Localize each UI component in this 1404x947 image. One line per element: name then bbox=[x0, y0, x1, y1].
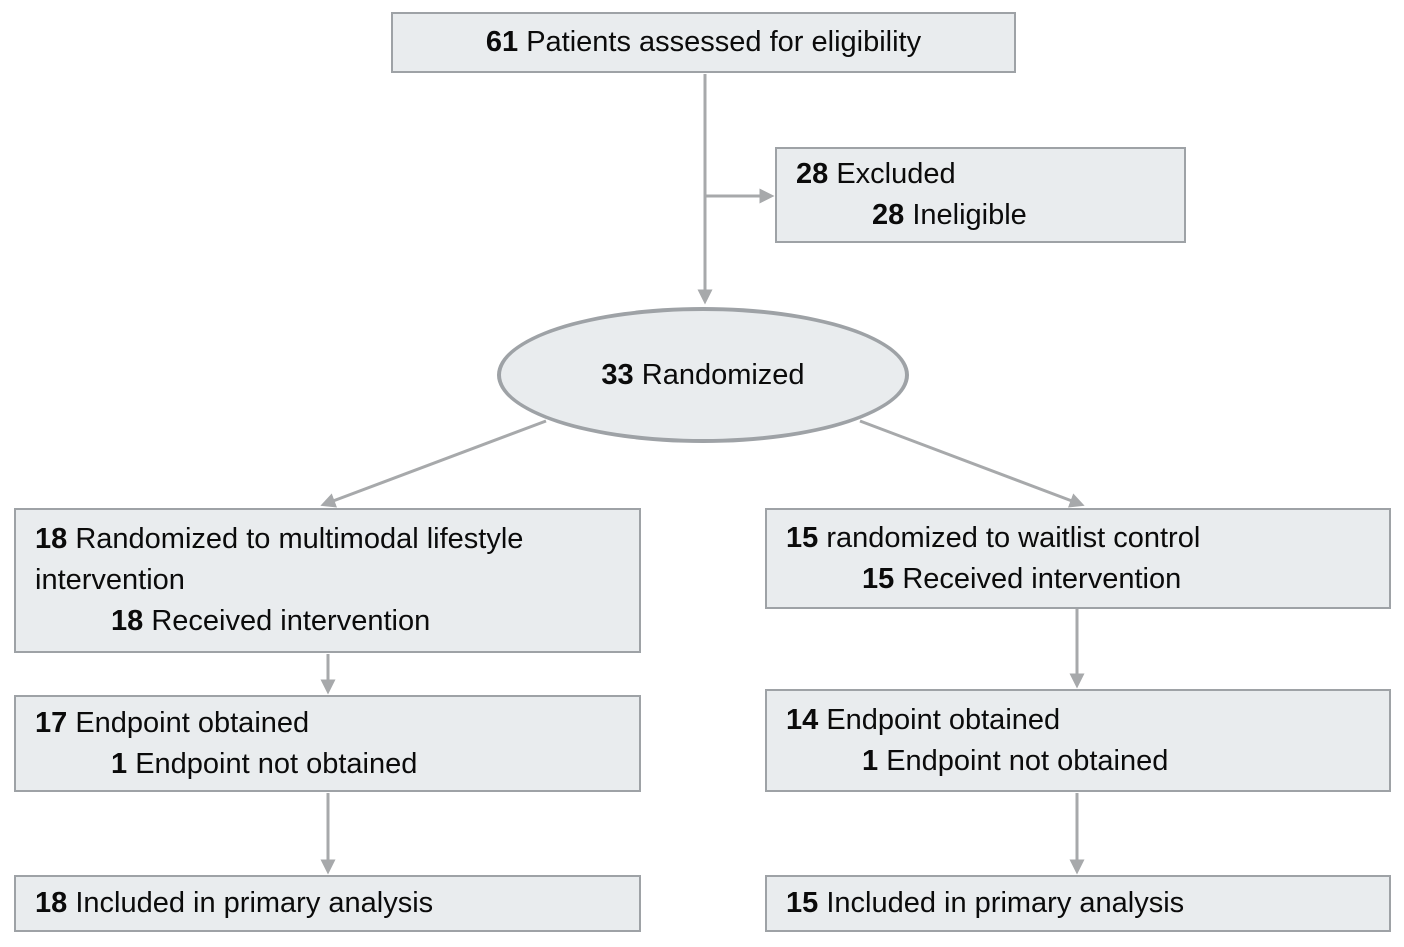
randomized-text: 33 Randomized bbox=[601, 355, 804, 396]
control-endpoint-line-1: 14 Endpoint obtained bbox=[786, 700, 1373, 741]
control-notobtained-label: Endpoint not obtained bbox=[886, 744, 1169, 777]
control-endpoint-line-2: 1 Endpoint not obtained bbox=[786, 741, 1373, 782]
control-arm-box: 15 randomized to waitlist control 15 Rec… bbox=[765, 508, 1391, 609]
control-arm-line-1: 15 randomized to waitlist control bbox=[786, 518, 1373, 559]
control-arm-count: 15 bbox=[786, 521, 819, 554]
intervention-analysis-box: 18 Included in primary analysis bbox=[14, 875, 641, 932]
control-analysis-label: Included in primary analysis bbox=[826, 887, 1185, 919]
intervention-analysis-text: 18 Included in primary analysis bbox=[35, 883, 623, 924]
control-notobtained-count: 1 bbox=[862, 744, 879, 777]
control-received-label: Received intervention bbox=[902, 562, 1182, 595]
intervention-arm-label: Randomized to multimodal lifestyle inter… bbox=[35, 523, 524, 596]
control-analysis-count: 15 bbox=[786, 887, 819, 919]
intervention-notobtained-count: 1 bbox=[111, 747, 128, 780]
eligibility-label: Patients assessed for eligibility bbox=[526, 26, 922, 58]
intervention-endpoint-box: 17 Endpoint obtained 1 Endpoint not obta… bbox=[14, 695, 641, 792]
intervention-endpoint-line-1: 17 Endpoint obtained bbox=[35, 703, 623, 744]
intervention-endpoint-count: 17 bbox=[35, 706, 68, 739]
control-received-count: 15 bbox=[862, 562, 895, 595]
control-endpoint-count: 14 bbox=[786, 703, 819, 736]
intervention-arm-count: 18 bbox=[35, 523, 68, 555]
intervention-arm-box: 18 Randomized to multimodal lifestyle in… bbox=[14, 508, 641, 653]
ineligible-count: 28 bbox=[872, 199, 905, 231]
intervention-received-count: 18 bbox=[111, 605, 144, 637]
intervention-analysis-label: Included in primary analysis bbox=[75, 887, 434, 919]
control-arm-line-2: 15 Received intervention bbox=[786, 559, 1373, 600]
excluded-label: Excluded bbox=[836, 158, 956, 190]
excluded-line-1: 28 Excluded bbox=[796, 154, 1168, 195]
intervention-endpoint-label: Endpoint obtained bbox=[75, 706, 310, 739]
excluded-box: 28 Excluded 28 Ineligible bbox=[775, 147, 1186, 243]
arrow-randomized-to-intervention-arm bbox=[320, 419, 547, 508]
arrow-randomized-to-control-arm bbox=[859, 419, 1085, 508]
intervention-received-label: Received intervention bbox=[151, 605, 431, 637]
eligibility-count: 61 bbox=[485, 26, 519, 58]
control-endpoint-box: 14 Endpoint obtained 1 Endpoint not obta… bbox=[765, 689, 1391, 792]
eligibility-box: 61 Patients assessed for eligibility bbox=[391, 12, 1016, 73]
intervention-arm-line-1: 18 Randomized to multimodal lifestyle in… bbox=[35, 519, 623, 601]
excluded-line-2: 28 Ineligible bbox=[796, 195, 1168, 236]
intervention-arm-line-2: 18 Received intervention bbox=[35, 601, 623, 642]
randomized-count: 33 bbox=[601, 358, 634, 391]
control-endpoint-label: Endpoint obtained bbox=[826, 703, 1061, 736]
randomized-label: Randomized bbox=[641, 358, 805, 391]
eligibility-text: 61 Patients assessed for eligibility bbox=[486, 22, 921, 63]
intervention-analysis-count: 18 bbox=[35, 887, 68, 919]
excluded-count: 28 bbox=[796, 158, 829, 190]
control-analysis-text: 15 Included in primary analysis bbox=[786, 883, 1373, 924]
ineligible-label: Ineligible bbox=[912, 199, 1027, 231]
control-analysis-box: 15 Included in primary analysis bbox=[765, 875, 1391, 932]
intervention-notobtained-label: Endpoint not obtained bbox=[135, 747, 418, 780]
randomized-ellipse: 33 Randomized bbox=[497, 307, 909, 443]
control-arm-label: randomized to waitlist control bbox=[826, 521, 1201, 554]
intervention-endpoint-line-2: 1 Endpoint not obtained bbox=[35, 744, 623, 785]
